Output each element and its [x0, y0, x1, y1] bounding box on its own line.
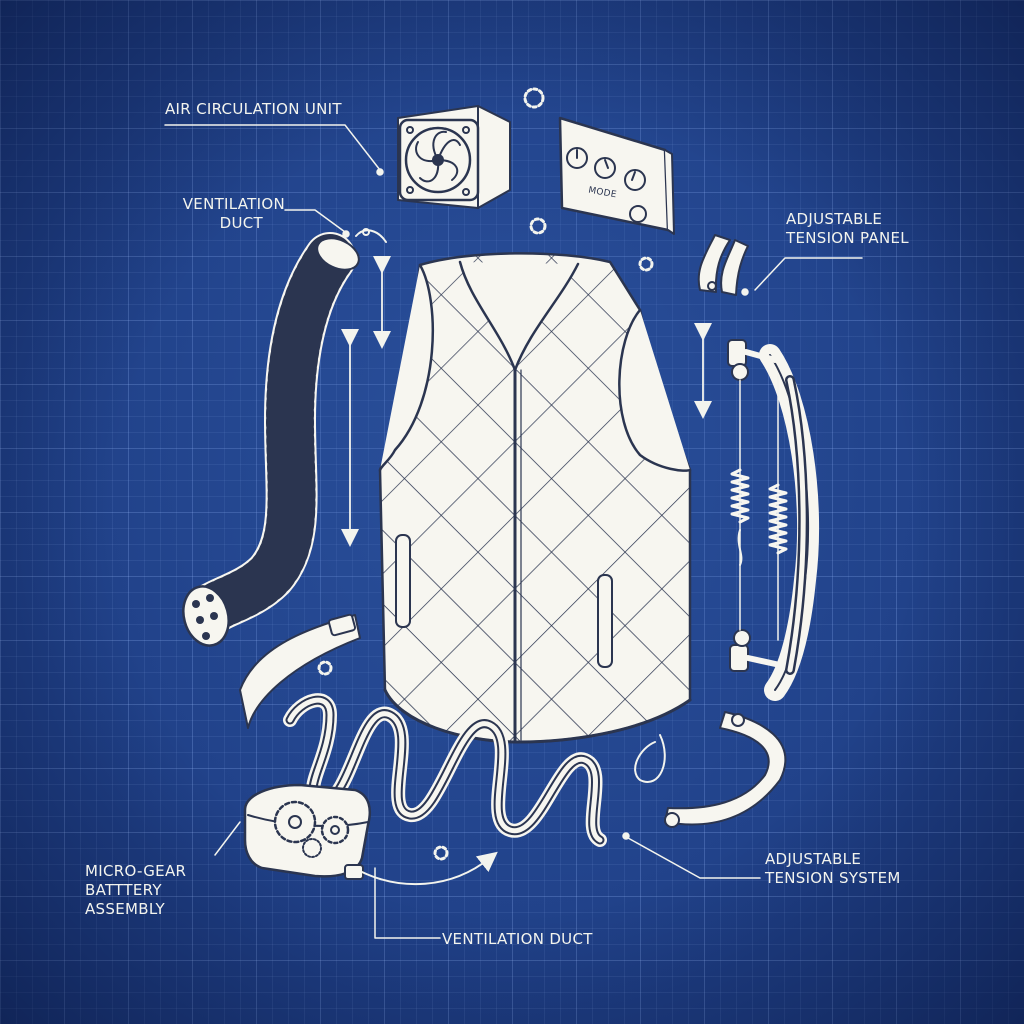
label-air-circulation-unit-text: AIR CIRCULATION UNIT: [165, 100, 342, 118]
label-ventilation-duct-top: VENTILATION DUCT: [175, 195, 285, 233]
adjustable-tension-system: [727, 339, 820, 701]
label-tension-panel-line2: TENSION PANEL: [786, 229, 909, 247]
label-battery-line3: ASSEMBLY: [85, 900, 165, 918]
serpentine-tube: [283, 693, 607, 847]
label-air-circulation-unit: AIR CIRCULATION UNIT: [165, 100, 342, 119]
control-panel: [558, 116, 675, 235]
leader-lines: [164, 124, 863, 939]
label-ventilation-duct-top-line1: VENTILATION: [182, 195, 285, 213]
label-ventilation-duct-bottom-text: VENTILATION DUCT: [442, 930, 593, 948]
quilted-vest: [378, 252, 692, 783]
label-tension-panel-line1: ADJUSTABLE: [786, 210, 883, 228]
air-circulation-unit: [397, 105, 511, 209]
label-ventilation-duct-bottom: VENTILATION DUCT: [442, 930, 593, 949]
label-tension-system-line1: ADJUSTABLE: [765, 850, 862, 868]
label-ventilation-duct-top-line2: DUCT: [219, 214, 263, 232]
right-strap: [664, 711, 787, 828]
label-adjustable-tension-panel: ADJUSTABLE TENSION PANEL: [786, 210, 909, 248]
label-battery-line2: BATTTERY: [85, 881, 162, 899]
adjustable-tension-panel-clips: [697, 234, 749, 296]
label-adjustable-tension-system: ADJUSTABLE TENSION SYSTEM: [765, 850, 901, 888]
label-battery-line1: MICRO-GEAR: [85, 862, 187, 880]
left-strap: [239, 613, 361, 729]
ventilation-duct-hose: [182, 228, 387, 647]
decorative-gears: [317, 87, 654, 861]
dimension-arrows: [341, 256, 712, 547]
micro-gear-battery-assembly: [243, 783, 498, 886]
label-tension-system-line2: TENSION SYSTEM: [765, 869, 901, 887]
label-micro-gear-battery-assembly: MICRO-GEAR BATTTERY ASSEMBLY: [85, 862, 186, 919]
